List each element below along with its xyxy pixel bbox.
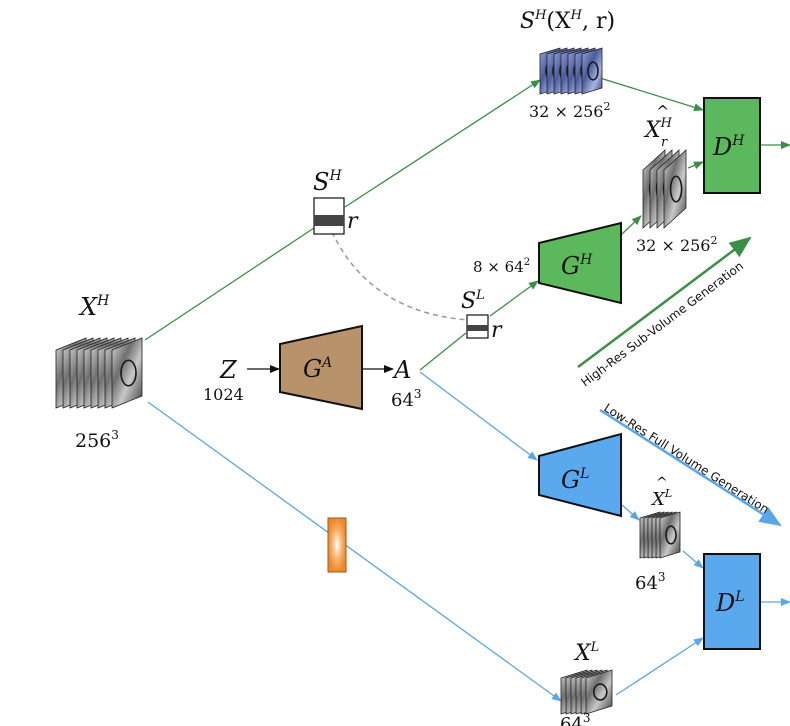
label-ga: GA: [303, 355, 332, 383]
label-z-size: 1024: [203, 385, 244, 404]
generator-ga: [279, 324, 363, 411]
label-xl: XL: [573, 640, 599, 666]
label-sh: SH: [313, 168, 342, 196]
downsample-block: [327, 517, 347, 573]
label-xl-size: 643: [560, 711, 591, 726]
xh-to-sh-line: [144, 227, 315, 341]
volume-slice: [585, 669, 613, 715]
label-sl: SL: [461, 288, 485, 314]
xhatl-to-dl-line: [682, 550, 704, 569]
xl-to-dl-line: [615, 637, 704, 696]
high-res-big-arrow: [577, 236, 752, 368]
label-sh-r: r: [347, 209, 359, 234]
label-dh: DH: [712, 133, 745, 161]
label-xhat-l: ^ XL: [650, 475, 672, 510]
low-res-caption: Low-Res Full Volume Generation: [601, 401, 771, 517]
label-gh-input-size: 8 × 642: [473, 257, 530, 276]
sh-to-sl-dashed: [331, 231, 469, 321]
label-sh-output: SH(XH, r): [520, 8, 615, 34]
sh-to-shout-line: [344, 79, 541, 208]
sl-to-gh-line: [489, 280, 539, 317]
volume-slice-texture: [592, 683, 608, 701]
label-a: A: [392, 356, 411, 384]
gl-to-xhatl-line: [621, 504, 640, 521]
selector-sl: [466, 314, 489, 339]
volume-slice-texture: [665, 525, 677, 545]
label-gh: GH: [561, 252, 593, 280]
label-xh: XH: [78, 293, 110, 321]
xh-to-xl-line: [147, 401, 562, 702]
volume-slice-texture: [587, 61, 599, 81]
volume-slice: [659, 511, 681, 559]
selector-sh: [313, 197, 345, 235]
connections: [144, 77, 790, 702]
label-xh-size: 2563: [75, 428, 119, 452]
discriminator-dl: [703, 553, 761, 650]
generator-gl: [538, 432, 622, 518]
xhath-to-dh-line: [687, 161, 704, 170]
shout-to-dh-line: [599, 77, 704, 112]
svg-text:^: ^: [656, 102, 669, 121]
label-xhat-l-size: 643: [635, 570, 666, 594]
svg-text:^: ^: [656, 475, 668, 491]
volume-slice: [111, 337, 143, 409]
volume-xl: [560, 669, 613, 715]
volume-slice-texture: [669, 175, 683, 203]
generator-gh: [538, 221, 622, 305]
volume-xh: [55, 337, 143, 409]
volume-sh-output: [539, 47, 603, 95]
discriminator-dh: [703, 97, 761, 194]
volume-slice: [663, 149, 687, 229]
label-gl: GL: [561, 466, 589, 494]
svg-text:r: r: [661, 135, 668, 150]
label-sl-r: r: [491, 318, 503, 343]
svg-text:XL: XL: [650, 487, 672, 510]
a-to-sl-line: [419, 332, 467, 371]
volume-slice: [581, 47, 603, 95]
volume-xhat-l: [639, 511, 681, 559]
label-xhat-h-size: 32 × 2562: [636, 234, 717, 255]
gh-to-xhath-line: [621, 215, 642, 235]
low-res-big-arrow: [599, 408, 782, 527]
a-to-gl-line: [419, 371, 538, 461]
volume-slice-texture: [120, 359, 137, 387]
label-dl: DL: [715, 589, 745, 617]
label-a-size: 643: [391, 387, 422, 411]
label-z: Z: [219, 356, 238, 384]
label-xhat-h: ^ XH r: [643, 102, 673, 150]
label-sh-output-size: 32 × 2562: [529, 100, 610, 121]
volume-xhat-h: [642, 149, 687, 229]
svg-text:XH: XH: [643, 116, 673, 143]
